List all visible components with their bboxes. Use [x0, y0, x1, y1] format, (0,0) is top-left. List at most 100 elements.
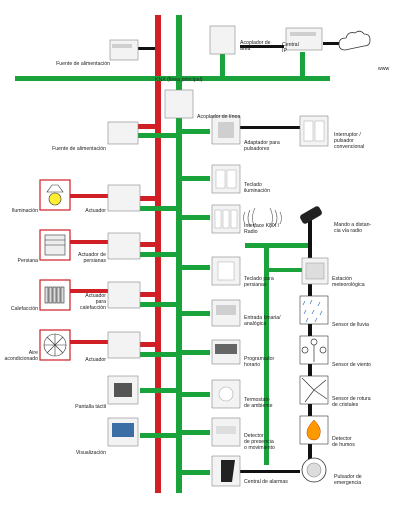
label-touch-panel: Pantalla táctil [75, 404, 106, 410]
green-branch-heat [140, 302, 178, 307]
red-branch-light [140, 196, 157, 201]
green-branch-light [140, 206, 178, 211]
black-branch-switch [240, 126, 300, 129]
label-blind-actuator: Actuador de persianas [78, 252, 106, 264]
label-lighting-actuator: Actuador [85, 208, 106, 214]
fire-icon [306, 419, 321, 441]
wind-sensor-icon [301, 338, 327, 362]
red-branch-blind-icon [70, 240, 108, 244]
adapter-rocker [218, 122, 234, 138]
binary-input-chip [216, 305, 236, 315]
label-rain-sensor: Sensor de lluvia [332, 322, 369, 328]
green-branch-visual [140, 433, 178, 438]
label-blind: Persiana [17, 258, 38, 264]
label-blind-keypad: Teclado para persianas [244, 276, 274, 288]
label-ip-central: Central IP [282, 42, 299, 54]
label-heating-actuator: Actuador para calefacción [80, 293, 106, 311]
green-branch-weather [269, 268, 302, 272]
radio-rocker-1 [214, 209, 222, 229]
green-branch-thermo [180, 392, 210, 397]
line-coupler-device [164, 89, 194, 119]
keypad-rocker-right [226, 169, 237, 189]
label-ac-actuator: Actuador [85, 357, 106, 363]
green-branch-touch [140, 388, 178, 393]
main-power-supply [109, 39, 139, 61]
red-branch-light-icon [70, 194, 108, 198]
green-bus [176, 117, 182, 493]
label-line-coupler: Acoplador de línea [197, 114, 241, 120]
red-branch-ac [140, 342, 157, 347]
black-link-panic [240, 470, 300, 473]
label-heating: Calefacción [10, 306, 38, 312]
label-glass-break: Sensor de rotura de cristales [332, 396, 371, 408]
label-knx-radio: Interface KNX / Radio [244, 223, 280, 235]
label-smoke: Detector de humos [332, 436, 355, 448]
label-binary-input: Entrada binaria/ analógica [244, 315, 281, 327]
red-branch-ps [135, 124, 157, 129]
lamp-shade [46, 184, 64, 193]
load-icons [39, 179, 71, 361]
label-main-line: KNX (línea principal) [155, 77, 203, 83]
sensors [243, 30, 371, 483]
radio-rocker-3 [230, 209, 238, 229]
weather-station-icon [305, 262, 325, 280]
green-branch-ps [135, 133, 178, 138]
timer-screen [215, 344, 237, 354]
label-wind-sensor: Sensor de viento [332, 362, 371, 368]
green-branch-timer [180, 350, 210, 355]
label-www: www [378, 66, 390, 72]
green-branch-radio [180, 215, 210, 220]
broken-glass-icon [301, 377, 328, 403]
green-bus-right-v [264, 243, 269, 465]
switch-rocker-right [314, 120, 325, 142]
fan-icon [43, 333, 67, 357]
green-branch-adaptor [180, 129, 210, 134]
label-visualization: Visualización [75, 450, 106, 456]
red-branch-ac-icon [70, 340, 108, 344]
green-branch-binary [180, 311, 210, 316]
label-presence: Detector de presencia o movimiento [244, 433, 275, 451]
label-area-coupler: Acoplador de área [240, 40, 271, 52]
label-thermostat: Termostato de ambiente [244, 397, 273, 409]
green-bus-right [245, 243, 311, 248]
heating-actuator-device [107, 281, 141, 309]
label-button-adapter: Adaptador para pulsadores [244, 140, 280, 152]
cloud-icon [338, 30, 371, 51]
ps-module-strip [112, 44, 132, 48]
green-branch-alarm [180, 470, 210, 475]
main-line-green [15, 76, 330, 81]
visual-screen [112, 423, 134, 437]
label-power-supply: Fuente de alimentación [52, 146, 106, 152]
touch-screen [114, 383, 132, 397]
lightbulb-icon [48, 192, 62, 206]
keypad-rocker-left [215, 169, 226, 189]
label-alarm-panel: Central de alarmas [244, 479, 288, 485]
label-timer: Programador horario [244, 356, 275, 368]
remote-control-icon [300, 206, 322, 224]
black-bus-top-left [133, 47, 155, 50]
ac-actuator-device [107, 331, 141, 359]
power-supply-device [107, 121, 139, 145]
black-bus-to-ip [240, 45, 284, 48]
green-branch-keypad [180, 176, 210, 181]
green-branch-blind-keypad [180, 265, 210, 270]
label-panic-button: Pulsador de emergencia [334, 474, 362, 486]
green-to-ip [300, 52, 305, 78]
alarm-panel-face [221, 460, 235, 482]
label-air-conditioning: Aire acondicionado [4, 350, 38, 362]
label-conventional-switch: Interruptor / pulsador convencional [334, 132, 365, 150]
switch-rocker-left [303, 120, 314, 142]
lighting-actuator-device [107, 184, 141, 212]
thermostat-dial [218, 386, 234, 402]
black-bus-ip-to-www [323, 42, 343, 45]
red-bus-top [155, 15, 161, 101]
device-details [112, 32, 325, 482]
ip-module-strip [290, 32, 316, 36]
green-bus-top [176, 15, 182, 101]
label-lighting: Iluminación [11, 208, 38, 214]
red-bus [155, 101, 161, 493]
label-main-power: Fuente de alimentación [56, 61, 110, 67]
green-to-area-coupler [220, 52, 225, 78]
radio-waves [243, 207, 282, 229]
